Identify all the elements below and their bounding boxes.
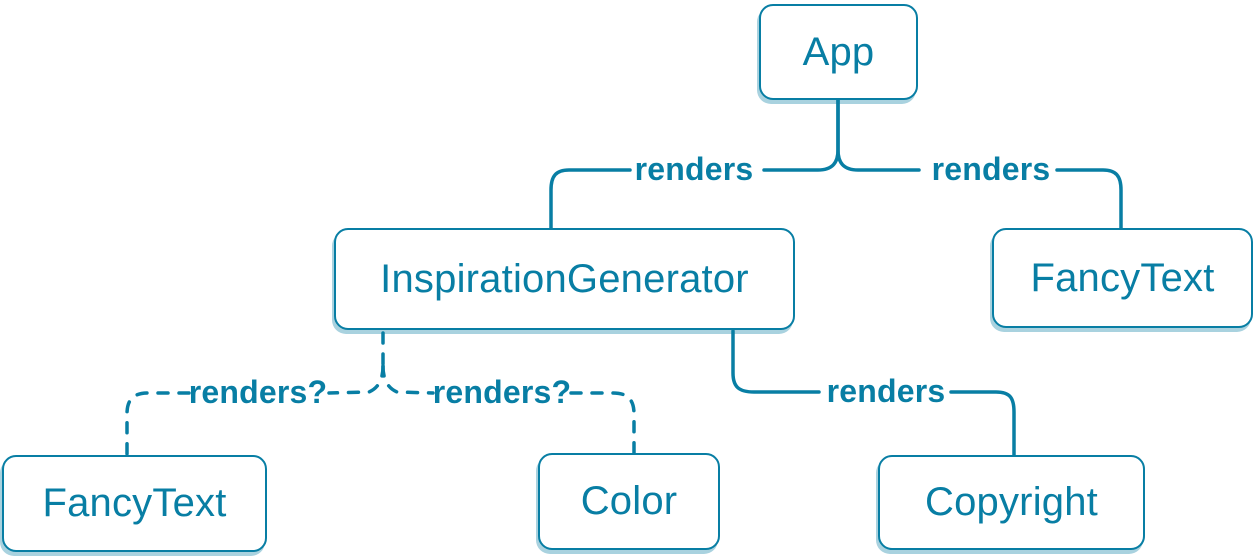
edge-app-to-inspirationgenerator-end (549, 168, 632, 231)
node-app-label: App (802, 29, 875, 74)
node-color: Color (538, 453, 720, 550)
edge-label-renders-maybe-color: renders? (432, 374, 572, 410)
edge-app-to-fancytext-end (1055, 168, 1123, 231)
edge-inspirationgenerator-to-fancytext-start (327, 364, 385, 395)
edge-inspirationgenerator-to-color-start (381, 364, 435, 395)
edge-inspirationgenerator-to-fancytext-end (125, 391, 191, 458)
node-copyright-label: Copyright (925, 480, 1098, 524)
node-color-label: Color (580, 479, 678, 523)
node-fancy-text-top-label: FancyText (1030, 255, 1215, 300)
edge-inspirationgenerator-to-copyright-end (949, 390, 1016, 458)
edge-label-renders-maybe-fancytext: renders? (188, 374, 328, 410)
edge-inspirationgenerator-to-copyright-start (731, 329, 821, 394)
edge-label-renders-copyright: renders (826, 373, 946, 409)
edge-label-renders-app-inspirationgenerator: renders (634, 151, 754, 187)
node-app: App (759, 4, 918, 100)
node-fancy-text-top: FancyText (992, 228, 1253, 328)
node-inspiration-generator-label: InspirationGenerator (380, 256, 749, 301)
node-copyright: Copyright (878, 455, 1145, 550)
node-fancy-text-bottom-label: FancyText (42, 481, 227, 525)
edge-app-to-inspirationgenerator-start (762, 98, 840, 172)
edge-inspirationgenerator-to-color-end (569, 391, 636, 456)
edge-label-renders-app-fancytext: renders (931, 151, 1051, 187)
edge-app-to-fancytext-start (836, 98, 921, 172)
node-fancy-text-bottom: FancyText (2, 455, 267, 552)
node-inspiration-generator: InspirationGenerator (334, 228, 795, 330)
